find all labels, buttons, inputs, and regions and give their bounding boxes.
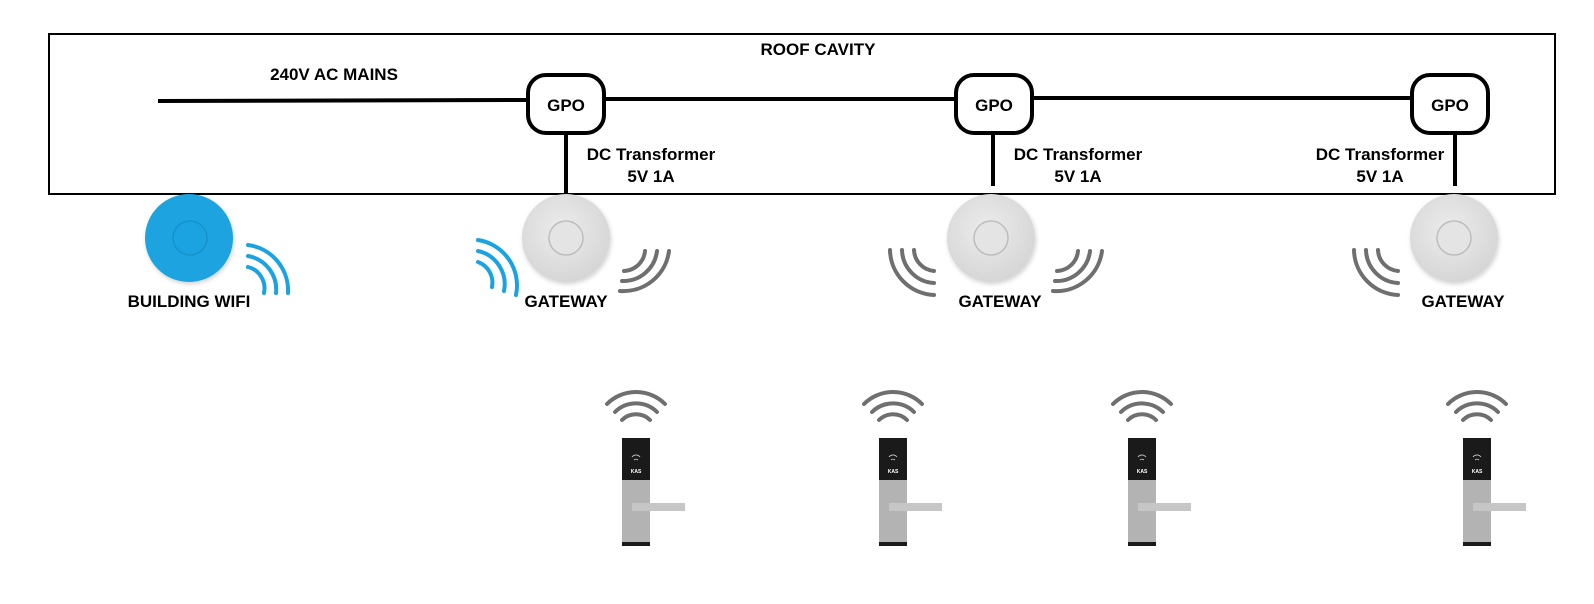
lock-brand-label: KAS — [888, 469, 899, 475]
signal-waves-icon — [888, 248, 936, 297]
nfc-icon — [1472, 454, 1482, 461]
door-lock-2: KAS — [862, 390, 942, 546]
lock-handle — [632, 503, 685, 511]
signal-waves-icon — [618, 249, 671, 294]
lock-brand-label: KAS — [631, 469, 642, 475]
svg-text:5V 1A: 5V 1A — [1054, 167, 1101, 186]
gateway-device-2 — [947, 194, 1035, 282]
lock-handle — [1138, 503, 1191, 511]
lock-brand-label: KAS — [1472, 469, 1483, 475]
roof-cavity-label: ROOF CAVITY — [761, 40, 877, 59]
lock-handle — [889, 503, 942, 511]
svg-text:DC Transformer: DC Transformer — [587, 145, 716, 164]
mains-cable — [157, 96, 1412, 103]
door-lock-3: KAS — [1111, 390, 1191, 546]
building-wifi-label: BUILDING WIFI — [128, 292, 251, 311]
dc-transformer-label-3: DC Transformer 5V 1A — [1316, 145, 1445, 186]
wifi-signal-icon — [1446, 390, 1508, 422]
door-lock-4: KAS — [1446, 390, 1526, 546]
dc-transformer-label-2: DC Transformer 5V 1A — [1014, 145, 1143, 186]
gpo-label: GPO — [1431, 96, 1469, 115]
nfc-icon — [888, 454, 898, 461]
gpo-outlet-1: GPO — [526, 73, 606, 135]
svg-text:DC Transformer: DC Transformer — [1014, 145, 1143, 164]
gateway-label: GATEWAY — [1421, 292, 1505, 311]
gateway-device-3 — [1410, 194, 1498, 282]
nfc-icon — [1137, 454, 1147, 461]
wifi-signal-icon — [605, 390, 667, 422]
lock-handle — [1473, 503, 1526, 511]
gateway-label: GATEWAY — [958, 292, 1042, 311]
building-wifi-access-point — [145, 194, 233, 282]
svg-text:5V 1A: 5V 1A — [627, 167, 674, 186]
door-lock-1: KAS — [605, 390, 685, 546]
nfc-icon — [631, 454, 641, 461]
signal-waves-icon — [1051, 249, 1104, 294]
mains-label: 240V AC MAINS — [270, 65, 398, 84]
gpo-outlet-2: GPO — [954, 73, 1034, 135]
wifi-signal-icon — [1111, 390, 1173, 422]
roof-cavity-box — [48, 33, 1556, 195]
signal-waves-icon — [1352, 248, 1400, 297]
gateway-label: GATEWAY — [524, 292, 608, 311]
lock-brand-label: KAS — [1137, 469, 1148, 475]
dc-transformer-label-1: DC Transformer 5V 1A — [587, 145, 716, 186]
gpo-label: GPO — [975, 96, 1013, 115]
wifi-signal-icon — [246, 243, 291, 295]
wifi-signal-icon — [476, 238, 519, 297]
svg-text:5V 1A: 5V 1A — [1356, 167, 1403, 186]
gateway-device-1 — [522, 194, 610, 282]
wifi-signal-icon — [862, 390, 924, 422]
gpo-label: GPO — [547, 96, 585, 115]
gpo-outlet-3: GPO — [1410, 73, 1490, 135]
svg-text:DC Transformer: DC Transformer — [1316, 145, 1445, 164]
